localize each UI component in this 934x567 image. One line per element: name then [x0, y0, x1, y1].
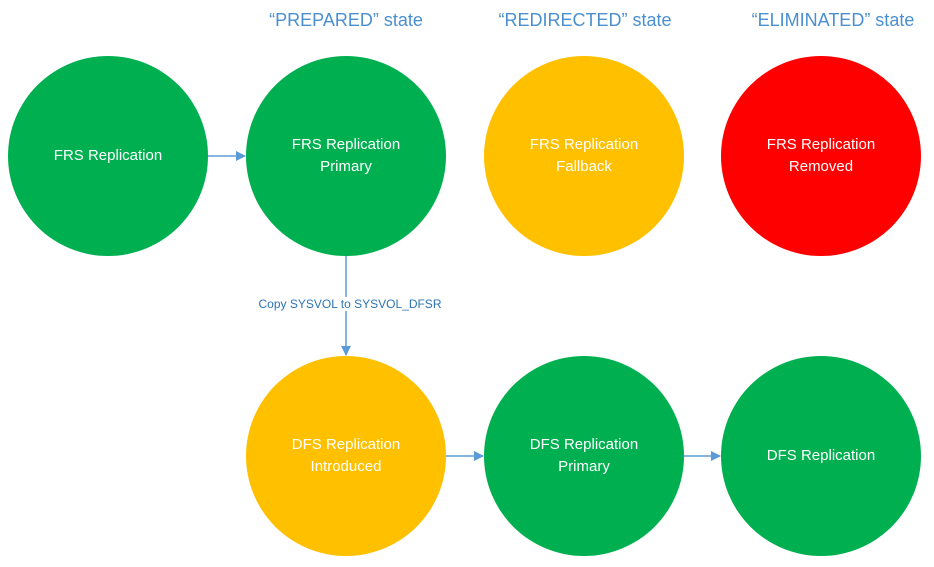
- node-dfs-replication-introduced: DFS Replication Introduced: [246, 356, 446, 556]
- node-sublabel: Primary: [320, 158, 372, 175]
- node-label: DFS Replication: [291, 436, 401, 453]
- node-frs-replication-primary: FRS Replication Primary: [246, 56, 446, 256]
- copy-sysvol-edge-label: Copy SYSVOL to SYSVOL_DFSR: [250, 297, 450, 311]
- prepared-state-header: “PREPARED” state: [269, 10, 423, 30]
- redirected-state-header: “REDIRECTED” state: [498, 10, 672, 30]
- node-dfs-replication-primary: DFS Replication Primary: [484, 356, 684, 556]
- node-label: FRS Replication: [766, 136, 876, 153]
- node-label: FRS Replication: [291, 136, 401, 153]
- node-sublabel: Primary: [558, 458, 610, 475]
- node-label: FRS Replication: [529, 136, 639, 153]
- node-sublabel: Removed: [788, 158, 854, 175]
- node-sublabel: Introduced: [310, 458, 382, 475]
- node-sublabel: Fallback: [556, 158, 612, 175]
- node-label: DFS Replication: [529, 436, 639, 453]
- node-frs-replication-removed: FRS Replication Removed: [721, 56, 921, 256]
- node-label: FRS Replication: [53, 147, 163, 164]
- node-frs-replication: FRS Replication: [8, 56, 208, 256]
- eliminated-state-header: “ELIMINATED” state: [751, 10, 915, 30]
- node-dfs-replication: DFS Replication: [721, 356, 921, 556]
- node-frs-replication-fallback: FRS Replication Fallback: [484, 56, 684, 256]
- node-label: DFS Replication: [766, 447, 876, 464]
